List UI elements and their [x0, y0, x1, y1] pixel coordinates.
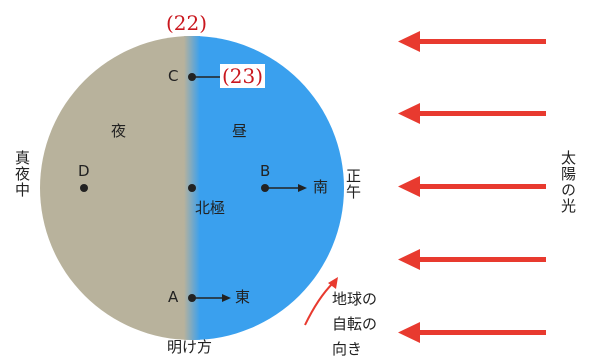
- point-a-label: A: [168, 288, 179, 306]
- sunlight-label: 太陽の光: [559, 150, 577, 214]
- sun-ray-arrow-icon: [398, 322, 546, 343]
- south-label: 南: [313, 178, 329, 196]
- north-pole-dot: [188, 184, 196, 192]
- point-c-label: C: [168, 67, 179, 85]
- sun-ray-arrow-icon: [398, 103, 546, 124]
- night-label: 夜: [111, 122, 127, 140]
- sun-ray-arrow-icon: [398, 31, 546, 52]
- day-label: 昼: [232, 122, 248, 140]
- dawn-label: 明け方: [167, 338, 213, 356]
- south-arrow: [265, 184, 307, 192]
- noon-label: 正午: [344, 168, 362, 200]
- north-pole-label: 北極: [195, 199, 226, 217]
- east-label: 東: [235, 288, 251, 306]
- question-label-22: (22): [166, 11, 208, 35]
- point-b-label: B: [260, 162, 271, 180]
- point-d-label: D: [78, 162, 90, 180]
- rotation-label-line2: 自転の: [332, 315, 378, 333]
- sun-ray-arrow-icon: [398, 249, 546, 270]
- rotation-label-line3: 向き: [332, 340, 363, 358]
- rotation-label-line1: 地球の: [332, 290, 378, 308]
- question-label-23: (23): [220, 64, 266, 88]
- rotation-arrow-icon: [304, 277, 338, 326]
- sunlight-arrows: [398, 31, 546, 343]
- midnight-label: 真夜中: [13, 150, 31, 198]
- point-d-dot: [80, 184, 88, 192]
- sun-ray-arrow-icon: [398, 176, 546, 197]
- day-half: [192, 36, 344, 340]
- east-arrow: [192, 294, 231, 302]
